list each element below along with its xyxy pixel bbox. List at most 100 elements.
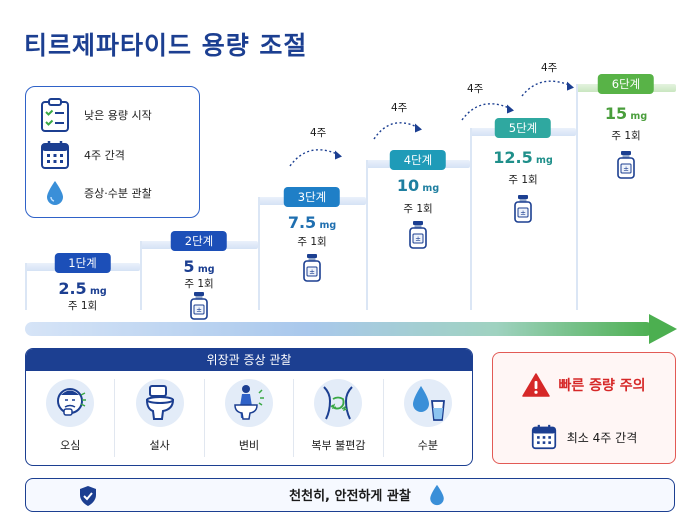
step-riser [258, 197, 260, 310]
gi-item-abdominal: 복부 불편감 [293, 379, 382, 457]
legend-label: 증상·수분 관찰 [84, 187, 152, 200]
step-dose: 12.5 mg [470, 148, 576, 167]
step-frequency: 주 1회 [611, 130, 641, 142]
calendar-icon [41, 141, 69, 169]
calendar-icon [531, 424, 556, 450]
dose-value: 5 [183, 257, 195, 276]
interval-label: 4주 [541, 62, 558, 74]
gi-item-constipation: 변비 [203, 379, 293, 457]
rapid-escalation-warning: 빠른 증량 주의 최소 4주 간격 [492, 352, 676, 464]
step-frequency: 주 1회 [297, 236, 327, 248]
legend-label: 낮은 용량 시작 [84, 109, 152, 122]
legend-item-observe: 증상·수분 관찰 [26, 175, 199, 211]
interval-label: 4주 [467, 83, 484, 95]
warning-title: 빠른 증량 주의 [558, 378, 646, 394]
water-drop-icon [47, 181, 63, 205]
dose-unit: mg [316, 220, 337, 231]
interval-arrow-icon [461, 103, 514, 121]
step-riser [140, 241, 142, 310]
step-dose: 15 mg [576, 104, 676, 123]
dose-value: 10 [396, 176, 420, 195]
step-vial: ± [302, 253, 322, 287]
dose-value: 12.5 [493, 148, 533, 167]
legend-label: 4주 간격 [84, 149, 125, 162]
interval-label: 4주 [391, 102, 408, 114]
step-badge: 2단계 [170, 231, 228, 251]
dose-step-3: 3단계 7.5 mg 주 1회 ± [258, 187, 366, 330]
step-dose: 5 mg [140, 257, 258, 276]
dose-unit: mg [532, 155, 553, 166]
page-title: 티르제파타이드 용량 조절 [24, 31, 308, 60]
step-frequency: 주 1회 [184, 278, 214, 290]
warning-icon [522, 373, 551, 397]
gi-item-diarrhea: 설사 [114, 379, 203, 457]
step-badge: 4단계 [389, 150, 447, 170]
dose-value: 15 [604, 104, 628, 123]
interval-arrow-icon [521, 80, 574, 97]
toilet-icon [145, 385, 174, 420]
vial-icon: ± [409, 221, 427, 249]
step-dose: 2.5 mg [25, 279, 140, 298]
svg-text:±: ± [623, 165, 629, 173]
gi-item-label: 오심 [60, 439, 81, 452]
step-riser [470, 128, 472, 310]
dose-step-4: 4단계 10 mg 주 1회 ± [366, 150, 470, 330]
step-riser [366, 160, 368, 310]
dose-value: 7.5 [287, 213, 317, 232]
step-frequency: 주 1회 [403, 203, 433, 215]
dose-unit: mg [627, 111, 648, 122]
dose-unit: mg [86, 286, 107, 297]
step-badge: 6단계 [597, 74, 655, 94]
water-drop-icon [430, 484, 444, 506]
dose-value: 2.5 [58, 279, 87, 298]
step-badge: 3단계 [283, 187, 341, 207]
step-badge: 5단계 [494, 118, 552, 138]
legend-box: 낮은 용량 시작 4주 간격 증상·수분 관찰 [25, 86, 200, 218]
abdominal-discomfort-icon [323, 386, 354, 420]
step-riser [25, 263, 27, 310]
vial-icon: ± [190, 292, 208, 320]
dose-unit: mg [419, 183, 440, 194]
gi-item-hydration: 수분 [382, 379, 472, 457]
interval-label: 4주 [310, 127, 327, 139]
step-dose: 7.5 mg [258, 213, 366, 232]
hydration-icon [412, 386, 445, 421]
footer-banner: 천천히, 안전하게 관찰 [25, 478, 675, 512]
interval-arrow-icon [289, 149, 342, 167]
progress-arrow-icon [25, 314, 677, 344]
step-dose: 10 mg [366, 176, 470, 195]
svg-text:±: ± [309, 268, 315, 276]
step-vial: ± [408, 220, 428, 254]
gi-item-label: 복부 불편감 [311, 439, 366, 452]
step-frequency: 주 1회 [508, 174, 538, 186]
step-vial: ± [616, 150, 636, 184]
dose-unit: mg [194, 264, 215, 275]
svg-text:±: ± [520, 209, 526, 217]
legend-item-start-low: 낮은 용량 시작 [26, 97, 199, 133]
dose-step-5: 5단계 12.5 mg 주 1회 ± [470, 118, 576, 330]
footer-text: 천천히, 안전하게 관찰 [289, 489, 411, 504]
dose-step-2: 2단계 5 mg 주 1회 ± [140, 231, 258, 330]
warning-detail: 최소 4주 간격 [566, 430, 638, 445]
interval-arrow-icon [373, 122, 422, 140]
svg-text:±: ± [196, 306, 202, 314]
step-vial: ± [513, 194, 533, 228]
constipation-icon [234, 385, 265, 420]
gi-item-label: 변비 [238, 439, 260, 452]
gi-symptoms-panel: 위장관 증상 관찰 오심 [25, 348, 473, 466]
step-frequency: 주 1회 [67, 300, 98, 312]
dose-step-6: 6단계 15 mg 주 1회 ± [576, 74, 676, 330]
step-riser [576, 84, 578, 310]
gi-item-label: 설사 [149, 439, 170, 452]
gi-item-nausea: 오심 [26, 371, 114, 465]
nausea-icon [57, 388, 87, 416]
checklist-icon [41, 98, 69, 132]
svg-text:±: ± [415, 235, 421, 243]
shield-check-icon [80, 486, 96, 506]
vial-icon: ± [303, 254, 321, 282]
gi-item-label: 수분 [417, 439, 438, 452]
gi-panel-title: 위장관 증상 관찰 [26, 349, 472, 371]
vial-icon: ± [617, 151, 635, 179]
